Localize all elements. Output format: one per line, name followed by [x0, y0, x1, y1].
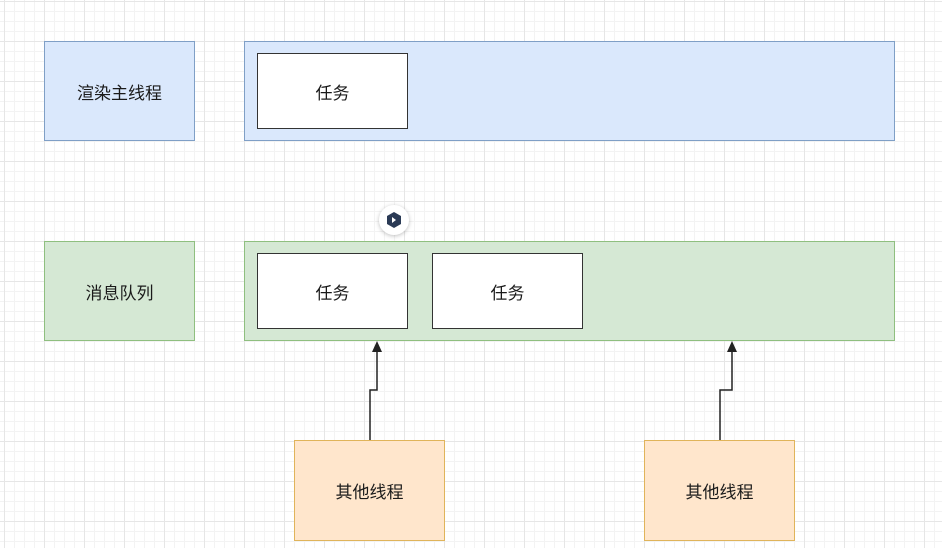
edit-badge[interactable] — [379, 205, 409, 235]
render-thread-label: 渲染主线程 — [77, 83, 162, 104]
other-thread-2-label: 其他线程 — [685, 483, 754, 503]
message-queue-task-1-label: 任务 — [315, 283, 350, 304]
arrow-thread-1-to-queue — [369, 350, 378, 440]
other-thread-2: 其他线程 — [644, 440, 795, 541]
render-thread-task: 任务 — [257, 53, 408, 129]
edit-badge-icon — [387, 212, 401, 228]
message-queue-label-box: 消息队列 — [44, 241, 195, 341]
other-thread-1-label: 其他线程 — [335, 483, 404, 503]
message-queue-task-2: 任务 — [432, 253, 583, 329]
message-queue-task-1: 任务 — [257, 253, 408, 329]
render-thread-task-label: 任务 — [315, 83, 350, 104]
arrowhead-thread-1 — [372, 341, 382, 352]
other-thread-1: 其他线程 — [294, 440, 445, 541]
message-queue-label: 消息队列 — [85, 283, 154, 304]
message-queue-task-2-label: 任务 — [490, 283, 525, 304]
arrowhead-thread-2 — [727, 341, 737, 352]
arrow-thread-2-to-queue — [719, 350, 733, 440]
render-thread-label-box: 渲染主线程 — [44, 41, 195, 141]
